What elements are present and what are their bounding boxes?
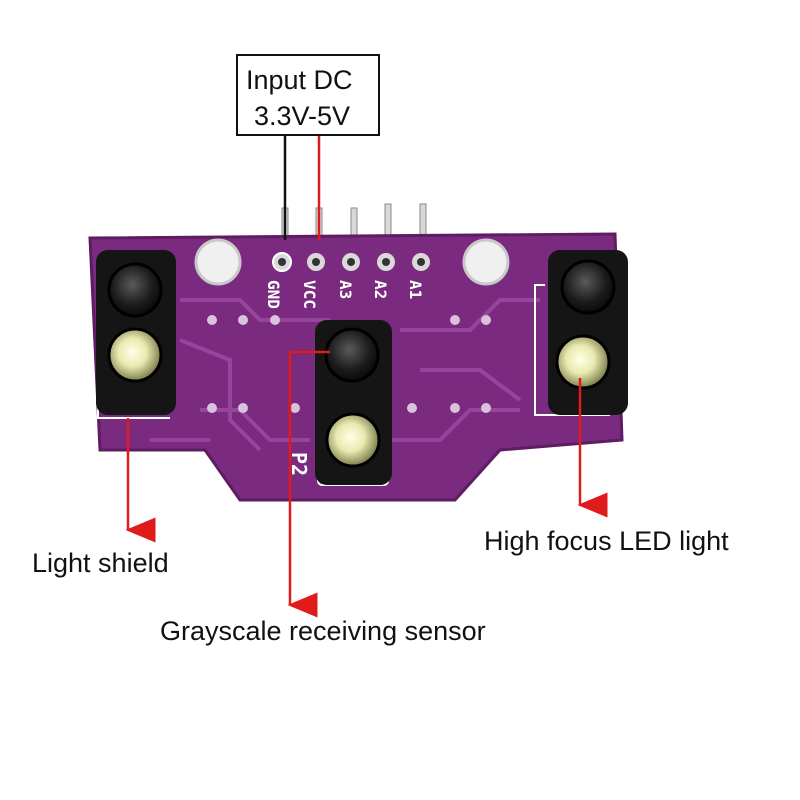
pin-label-a1: A1 — [406, 280, 425, 299]
pin-label-a3: A3 — [336, 280, 355, 299]
pin-label-a2: A2 — [371, 280, 390, 299]
right-receiver-lens — [560, 259, 616, 315]
left-receiver-lens — [107, 262, 163, 318]
input-dc-box: Input DC 3.3V-5V — [236, 54, 380, 136]
right-led-lens — [555, 334, 611, 390]
pin-label-gnd: GND — [264, 280, 283, 309]
pcb-traces — [150, 298, 540, 452]
left-sensor-module — [96, 250, 176, 415]
input-dc-label: Input DC — [246, 65, 353, 95]
right-sensor-module — [548, 250, 628, 415]
input-voltage-label: 3.3V-5V — [254, 101, 351, 131]
center-led-lens — [325, 412, 381, 468]
mounting-hole-right — [462, 238, 510, 286]
light-shield-label: Light shield — [32, 548, 169, 578]
header-pads — [272, 252, 430, 272]
center-sensor-module — [315, 320, 392, 485]
center-receiver-lens — [324, 327, 380, 383]
vias — [207, 315, 491, 413]
left-led-lens — [107, 327, 163, 383]
grayscale-sensor-label: Grayscale receiving sensor — [160, 616, 486, 646]
mounting-hole-left — [194, 238, 242, 286]
pin-label-vcc: VCC — [300, 280, 319, 309]
high-focus-led-label: High focus LED light — [484, 526, 729, 556]
